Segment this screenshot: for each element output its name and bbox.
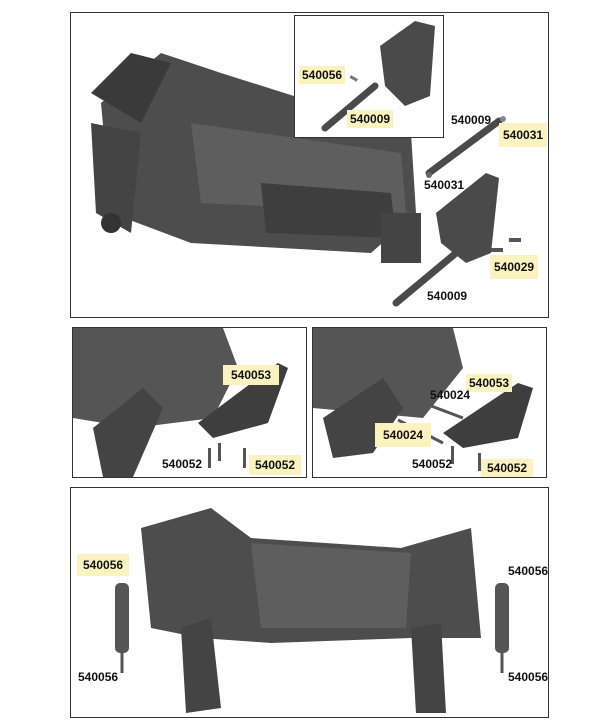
part-label-540052: 540052: [249, 455, 302, 475]
part-label-540024: 540024: [375, 423, 432, 447]
step-panel-rear-bumper: 540053 540024 540024 540052 540052: [312, 327, 547, 478]
step-panel-front-bumper: 540053 540052 540052: [72, 327, 307, 478]
part-label-540052: 540052: [162, 457, 203, 471]
inset-panel: 540056 540009: [294, 15, 444, 138]
part-label-540056: 540056: [78, 670, 119, 684]
part-label-540009: 540009: [347, 110, 394, 128]
part-label-540031: 540031: [499, 123, 548, 147]
part-label-540056: 540056: [77, 554, 130, 576]
part-label-540056: 540056: [508, 564, 549, 578]
inset-illustration: [321, 21, 435, 132]
part-label-540009: 540009: [427, 289, 468, 303]
step-panel-shocks: 540056 540056 540056 540056: [70, 487, 549, 718]
step-panel-chassis-links: 540056 540009 540009 540031 540031 54002…: [70, 12, 549, 318]
part-label-540056: 540056: [508, 670, 549, 684]
chassis-illustration: [91, 53, 421, 263]
front-bumper-illustration: [73, 328, 288, 477]
part-label-540053: 540053: [223, 365, 280, 385]
part-label-540053: 540053: [466, 374, 513, 392]
part-label-540031: 540031: [424, 178, 465, 192]
parts-illustration: [392, 116, 521, 307]
part-label-540024: 540024: [430, 388, 471, 402]
part-label-540052: 540052: [412, 457, 453, 471]
part-label-540056: 540056: [299, 66, 346, 84]
part-label-540052: 540052: [481, 459, 534, 477]
part-label-540029: 540029: [490, 255, 539, 279]
part-label-540009: 540009: [451, 113, 492, 127]
shocks-chassis-illustration: [115, 508, 509, 713]
